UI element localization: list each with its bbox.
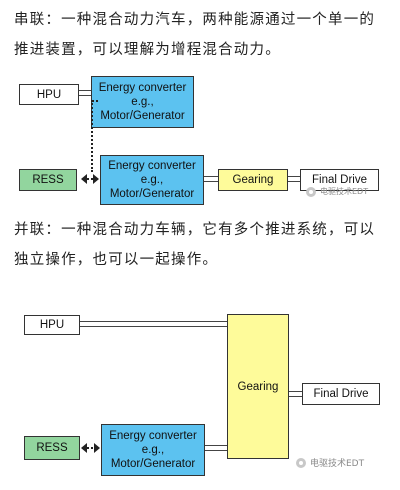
arrow-left-icon (81, 443, 87, 453)
ress-box: RESS (24, 436, 80, 460)
wechat-icon (296, 457, 306, 468)
watermark: 电驱技术EDT (296, 456, 364, 469)
energy-converter-bottom: Energy converter e.g., Motor/Generator (100, 155, 204, 205)
gearing-box: Gearing (218, 169, 288, 191)
arrow-right-icon (93, 174, 99, 184)
ress-box: RESS (19, 169, 77, 191)
dotted-link-horizontal (84, 447, 96, 449)
dotted-link-horizontal (83, 178, 97, 180)
gearing-drive-connector (288, 176, 300, 182)
converter-gearing-connector (205, 445, 227, 451)
final-drive-box: Final Drive (302, 383, 380, 405)
hpu-box: HPU (19, 84, 79, 105)
hpu-gearing-connector (80, 321, 227, 327)
energy-converter: Energy converter e.g., Motor/Generator (101, 424, 205, 476)
final-drive-box: Final Drive (300, 169, 379, 191)
hpu-box: HPU (24, 315, 80, 335)
parallel-description: 并联：一种混合动力车辆，它有多个推进系统，可以独立操作，也可以一起操作。 (14, 222, 376, 268)
converter-gearing-connector (204, 176, 218, 182)
series-description: 串联：一种混合动力汽车，两种能源通过一个单一的推进装置，可以理解为增程混合动力。 (14, 12, 376, 58)
dotted-link-top-stub (92, 100, 98, 102)
wechat-icon (306, 186, 316, 197)
energy-converter-top: Energy converter e.g., Motor/Generator (91, 76, 194, 128)
gearing-drive-connector (289, 391, 302, 397)
hpu-connector (79, 90, 91, 96)
arrow-left-icon (81, 174, 87, 184)
dotted-link-vertical (91, 100, 93, 172)
gearing-box: Gearing (227, 314, 289, 459)
arrow-right-icon (94, 443, 100, 453)
watermark-small: 电驱技术EDT (306, 186, 368, 197)
